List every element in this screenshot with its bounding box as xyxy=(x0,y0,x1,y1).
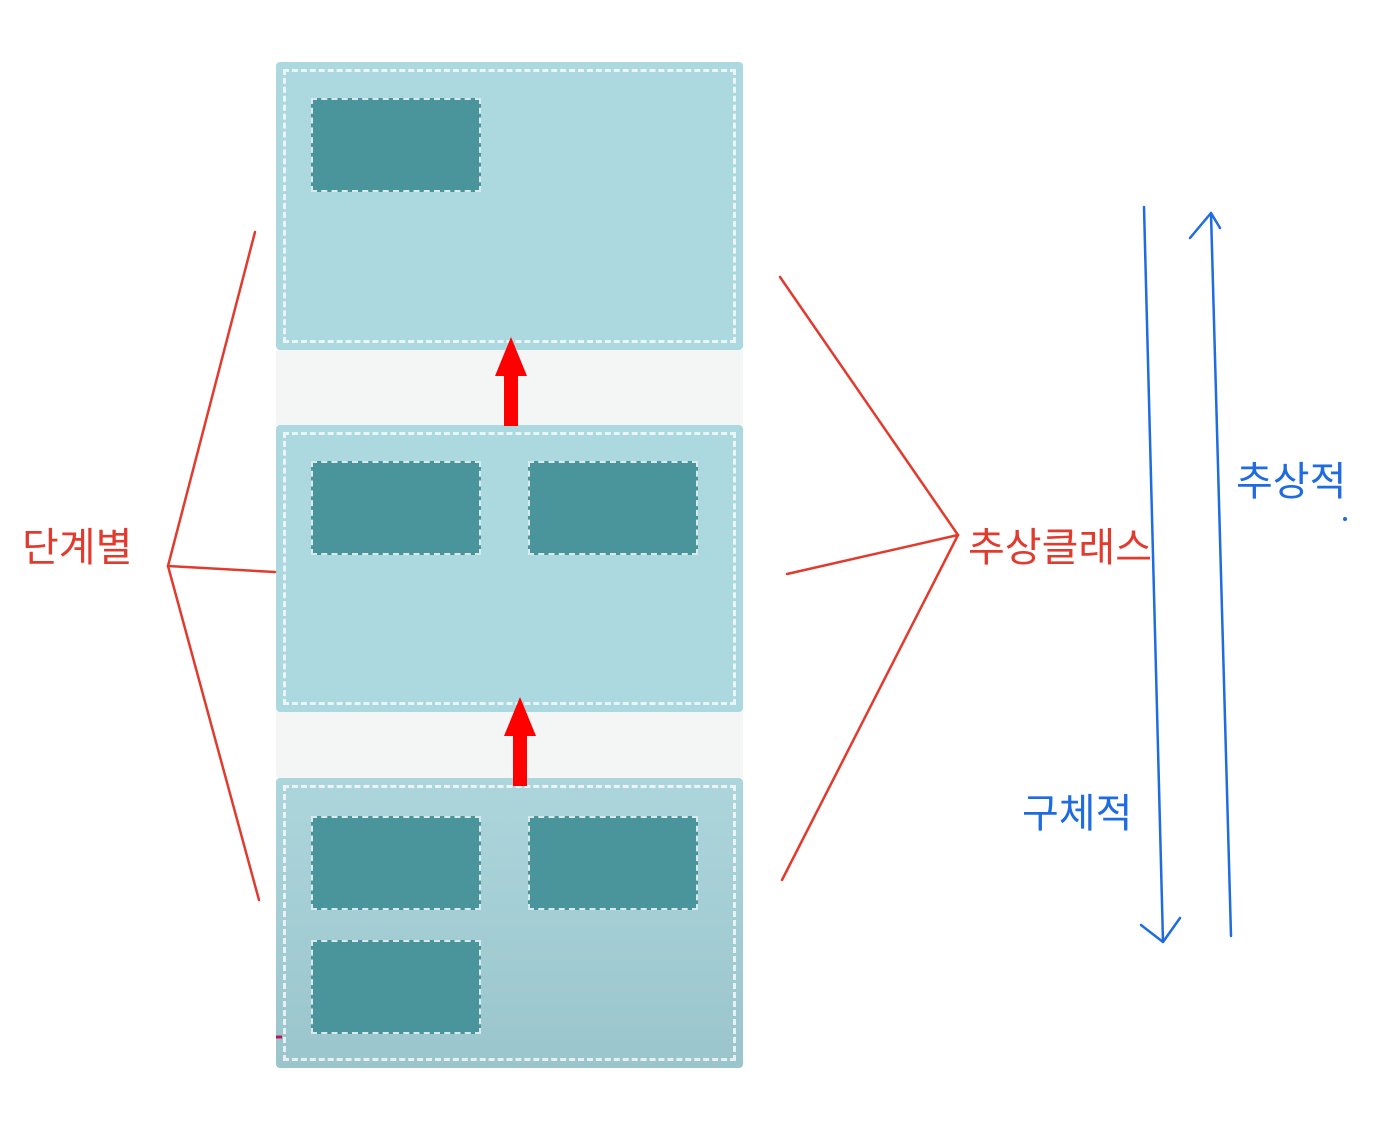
member-block xyxy=(311,940,481,1034)
class-panel-bottom xyxy=(276,778,743,1068)
member-block xyxy=(311,816,481,910)
label-abstract: 추상적 xyxy=(1236,459,1347,505)
left-bracket xyxy=(166,230,277,902)
member-block xyxy=(528,816,698,910)
label-step-by-step: 단계별 xyxy=(22,525,133,571)
label-concrete: 구체적 xyxy=(1022,791,1133,837)
member-block xyxy=(528,461,698,555)
arrow-down-icon xyxy=(1139,205,1182,944)
class-panel-middle xyxy=(276,425,743,712)
class-panel-top xyxy=(276,62,743,350)
member-block xyxy=(311,461,481,555)
right-bracket xyxy=(778,275,960,882)
arrow-up-icon xyxy=(495,337,527,426)
member-block xyxy=(311,98,481,192)
arrow-up-icon xyxy=(504,697,536,786)
arrow-up-icon xyxy=(1188,211,1233,938)
dot-mark xyxy=(1343,517,1347,521)
label-abstract-class: 추상클래스 xyxy=(968,525,1152,571)
